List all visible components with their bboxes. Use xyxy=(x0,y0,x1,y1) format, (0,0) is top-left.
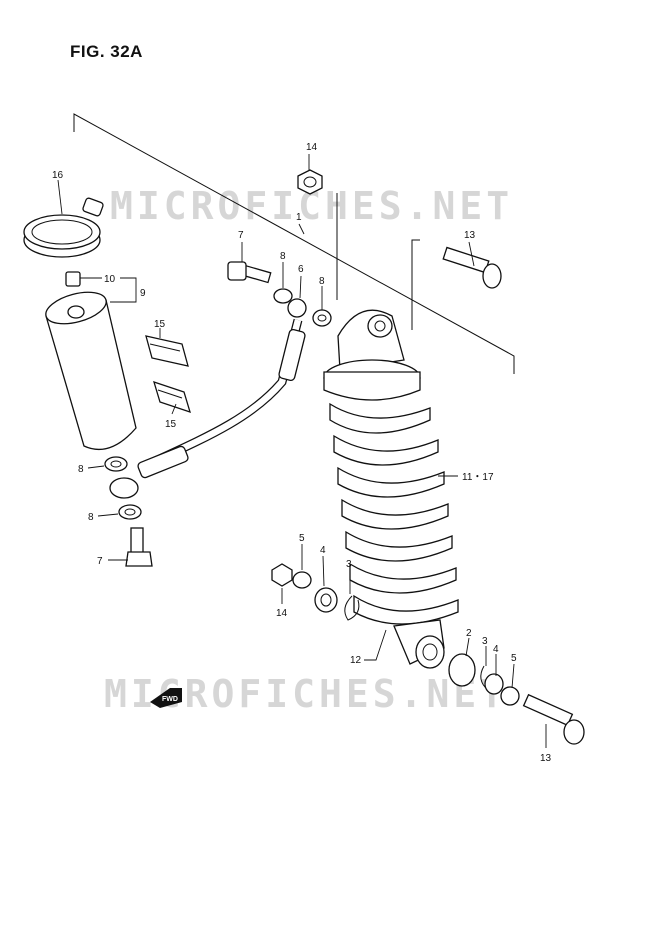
callout-7-top: 7 xyxy=(238,230,244,241)
hose-clamp xyxy=(23,197,104,258)
callout-7-low: 7 xyxy=(97,556,103,567)
left-hardware xyxy=(104,261,332,567)
shock-absorber xyxy=(323,309,459,669)
leader-lines xyxy=(57,154,547,748)
callout-8-right: 8 xyxy=(319,276,325,287)
top-nut xyxy=(297,169,323,195)
callout-8-low: 8 xyxy=(88,512,94,523)
reservoir-cap xyxy=(65,271,81,287)
callout-14-bottom: 14 xyxy=(276,608,288,619)
callout-2: 2 xyxy=(466,628,472,639)
callout-16: 16 xyxy=(52,170,64,181)
reservoir-tank xyxy=(45,291,137,451)
callout-5-right: 5 xyxy=(511,653,517,664)
upper-bolt xyxy=(442,246,502,289)
callout-3-right: 3 xyxy=(482,636,488,647)
callout-4-right: 4 xyxy=(493,644,499,655)
callout-14-top: 14 xyxy=(306,142,318,153)
lower-left-hardware xyxy=(271,563,360,621)
callout-11-17: 11・17 xyxy=(462,472,494,483)
callout-10: 10 xyxy=(104,274,116,285)
callout-8-mid: 8 xyxy=(78,464,84,475)
fwd-label: FWD xyxy=(162,696,178,703)
callout-1: 1 xyxy=(296,212,302,223)
callout-3-left: 3 xyxy=(346,559,352,570)
callout-6: 6 xyxy=(298,264,304,275)
lower-right-hardware xyxy=(448,653,585,745)
callout-4-left: 4 xyxy=(320,545,326,556)
decal-labels xyxy=(145,335,191,414)
callouts: 16 10 9 7 8 6 8 14 1 13 15 15 8 8 7 11・1… xyxy=(52,142,552,764)
fwd-indicator: FWD xyxy=(150,688,182,708)
callout-13-bottom: 13 xyxy=(540,753,552,764)
callout-5-left: 5 xyxy=(299,533,305,544)
callout-12: 12 xyxy=(350,655,362,666)
callout-8-top: 8 xyxy=(280,251,286,262)
reservoir-hose xyxy=(109,298,307,499)
callout-13-top: 13 xyxy=(464,230,476,241)
callout-9: 9 xyxy=(140,288,146,299)
assembly-bracket xyxy=(73,113,515,374)
callout-15-top: 15 xyxy=(154,319,166,330)
figure-title: FIG. 32A xyxy=(70,42,143,61)
callout-15-bottom: 15 xyxy=(165,419,177,430)
